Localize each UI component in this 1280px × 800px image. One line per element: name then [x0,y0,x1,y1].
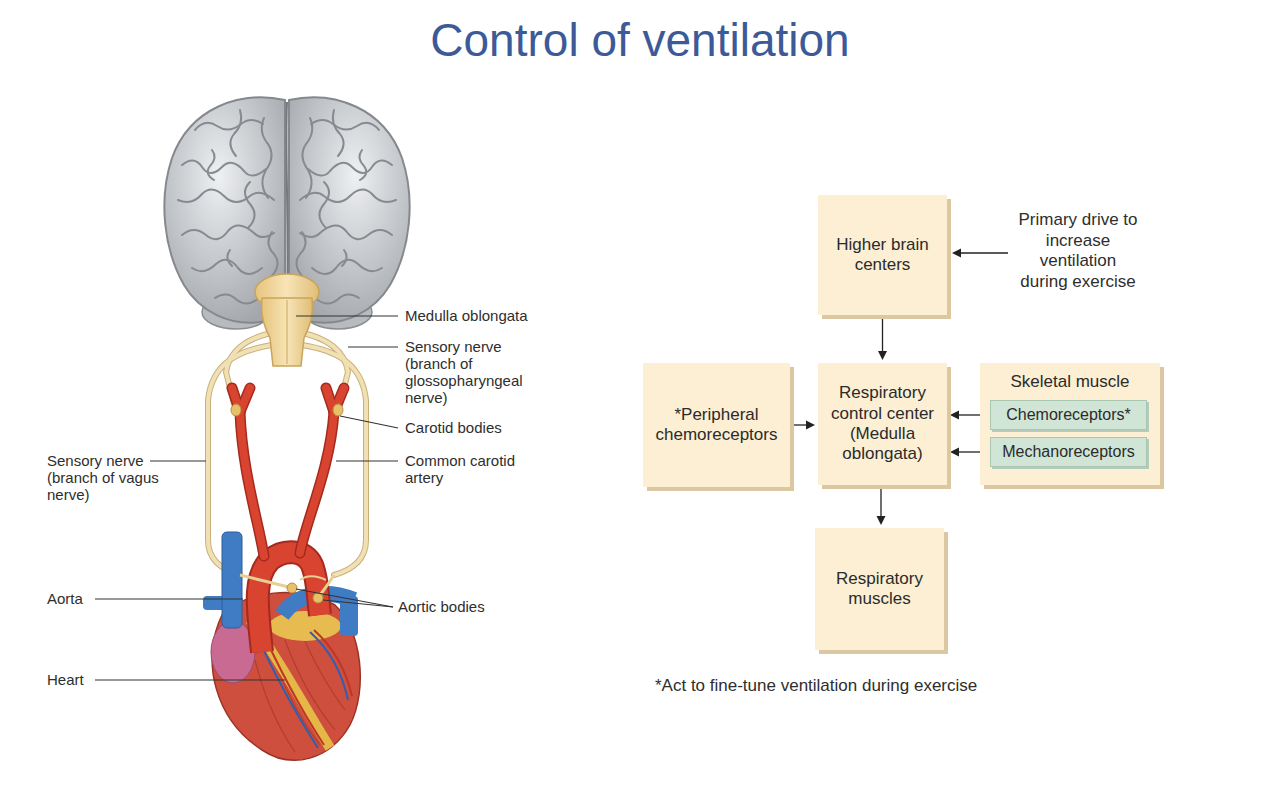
footnote: *Act to fine-tune ventilation during exe… [655,675,1075,696]
brain-part-part [208,150,215,180]
node-text: Chemoreceptors* [1006,405,1131,424]
brain-part-part [230,110,241,156]
node-text-group: Skeletal muscle [1010,372,1129,392]
brain-part-part [215,294,259,303]
drive-arrow [952,249,1008,258]
heart [203,532,360,760]
leader-lines-part [296,589,393,607]
part-label: Sensory nerve (branch of vagus nerve) [47,452,177,503]
leader-lines-part [336,460,398,461]
carotid-arteries-part-part [240,412,264,556]
carotid-arteries-part-part [300,412,334,553]
connector-arrow [878,315,887,360]
brain [164,97,409,322]
part-label: Medulla oblongata [405,307,575,324]
brain-part-part [182,225,274,239]
heart-part [269,611,341,641]
process-box: Higher brain centers [818,195,947,315]
part-label: Sensory nerve (branch of glossopharyngea… [405,338,545,406]
leader-lines [95,316,398,680]
node-text: *Peripheral chemoreceptors [653,405,780,446]
node-text-group: Mechanoreceptors [1002,442,1135,461]
arrow-head [877,516,886,525]
leader-lines-part [348,346,398,347]
brain-part [296,110,396,304]
node-text-group: *Peripheral chemoreceptors [653,405,780,446]
heart-part [258,552,320,652]
control-center-box: Respiratory control center (Medulla oblo… [818,363,947,485]
leader-lines-part [323,600,393,607]
chemoreceptor-bodies-part [300,576,326,580]
brain-part-part [192,260,262,274]
chemoreceptor-bodies-part [313,593,323,603]
connector-line [882,315,883,351]
carotid-arteries-part-part [240,388,250,412]
receptor-box: Mechanoreceptors [990,437,1147,467]
medulla-oblongata [255,274,319,366]
brain-part-part [182,160,266,175]
process-box: Respiratory muscles [815,528,944,650]
note-text: Primary drive to increase ventilation du… [1018,210,1138,292]
diagram-title: Control of ventilation [0,12,1280,68]
leader-lines-part [340,416,398,428]
part-label: Common carotid artery [405,452,540,486]
arrow-head [806,421,815,430]
carotid-arteries [232,388,344,556]
node-text: Higher brain centers [828,235,937,276]
heart-part-part [314,630,352,696]
leader-lines-part [150,460,206,461]
brain-part [178,110,278,304]
node-text: Respiratory control center (Medulla oblo… [828,383,937,465]
node-text: Mechanoreceptors [1002,442,1135,461]
leader-lines-part [95,679,285,680]
carotid-arteries-part [232,388,344,556]
heart-part [258,552,320,652]
carotid-arteries-part-part [240,388,250,412]
chemoreceptor-bodies-part [231,404,241,416]
connector-arrow [877,485,886,525]
receptor-box: *Peripheral chemoreceptors [643,363,790,487]
receptor-box: Chemoreceptors* [990,400,1147,430]
carotid-arteries-part [232,388,344,556]
carotid-arteries-part-part [240,412,264,556]
part-label: Heart [47,671,107,688]
node-text-group: Respiratory muscles [825,569,934,610]
leader-lines-part [296,315,398,316]
group-box: Skeletal muscleChemoreceptors* Mechanorec… [980,363,1160,485]
drive-arrow-part [952,249,961,258]
sensory-nerves-part-part [302,345,366,575]
carotid-arteries-part-part [300,412,334,553]
brain-part-part [262,118,272,198]
arrow-head [878,351,887,360]
node-text-group: Respiratory control center (Medulla oblo… [828,383,937,465]
arrow-head [950,411,959,420]
node-text-group: Higher brain centers [828,235,937,276]
part-label: Aortic bodies [398,598,528,615]
node-text: Respiratory muscles [825,569,934,610]
brain-part-part [178,189,274,202]
chemoreceptor-bodies-part [333,404,343,416]
medulla-oblongata-part [262,298,313,366]
chemoreceptor-bodies [231,404,343,603]
node-text: Skeletal muscle [1010,372,1129,392]
brain-part-part [227,250,232,266]
part-label: Carotid bodies [405,419,565,436]
drive-arrow-part [961,252,1008,253]
brain-part-part [245,182,255,228]
chemoreceptor-bodies-part [287,583,297,593]
sensory-nerves-part-part [302,345,366,575]
brain-part-part [268,232,277,276]
chemoreceptor-bodies-part [240,575,292,588]
medulla-oblongata-part [286,300,287,364]
arrow-head [950,448,959,457]
leader-lines-part [95,598,243,599]
brain-part-part [195,120,263,130]
part-label: Aorta [47,590,107,607]
connector-line [790,424,806,425]
node-text-group: Chemoreceptors* [1006,405,1131,424]
connector-arrow [790,421,815,430]
connector-line [880,485,881,516]
heart-part [222,532,242,628]
